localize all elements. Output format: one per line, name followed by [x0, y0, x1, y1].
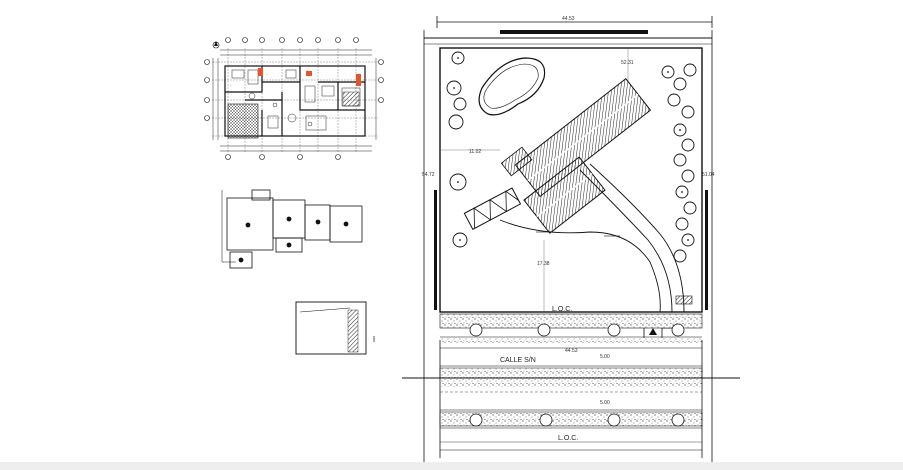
- stair-detail: [295, 301, 375, 355]
- site-plan: 44.53 52.31 11.02 54.72 51.04 17.38: [402, 16, 740, 470]
- parking-shade: [463, 187, 522, 230]
- loc-label-bottom: L.O.C.: [558, 435, 578, 442]
- lane-width-1: 5.00: [600, 354, 610, 360]
- north-arrow-icon: [212, 41, 220, 49]
- trees-left: [446, 51, 468, 248]
- svg-text:·: ·: [266, 72, 268, 78]
- roof-plan: [221, 189, 363, 269]
- street-dimension: 44.53: [565, 348, 578, 354]
- dimension-lower: 17.38: [537, 261, 550, 267]
- trees-right: [661, 63, 697, 263]
- footer-bar: [0, 462, 903, 470]
- lane-width-2: 5.00: [600, 400, 610, 406]
- floor-plan: · ·: [204, 37, 384, 160]
- house-roof: [500, 77, 652, 234]
- dimension-right: 51.04: [702, 172, 715, 178]
- svg-text:·: ·: [230, 83, 232, 89]
- pool: [478, 57, 546, 116]
- dimension-upper-right: 52.31: [621, 60, 634, 66]
- top-dimension-label: 44.53: [562, 16, 575, 22]
- loc-label-top: L.O.C.: [552, 306, 572, 313]
- dimension-mid: 11.02: [469, 149, 481, 155]
- dimension-left: 54.72: [422, 172, 435, 178]
- street-name: CALLE S/N: [500, 357, 536, 364]
